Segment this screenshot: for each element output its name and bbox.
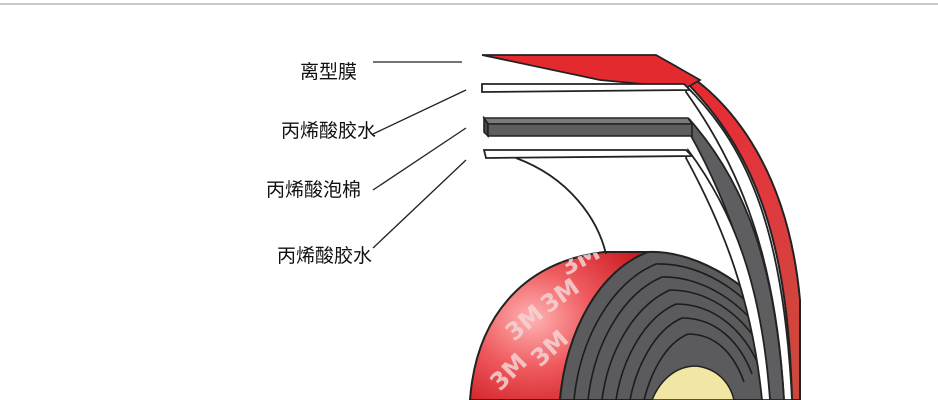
roll-core [651,365,735,400]
adhesive-top-strip [481,83,693,93]
foam-strip [482,115,694,138]
label-acrylic-adhesive-top: 丙烯酸胶水 [281,120,377,142]
label-acrylic-foam: 丙烯酸泡棉 [266,179,362,201]
release-film-curve [655,55,801,400]
adhesive-top-curve [685,83,793,400]
leader-line-foam [372,127,467,191]
label-release-film: 离型膜 [300,61,358,83]
adhesive-bottom-curve [685,147,771,400]
leader-line-adhesive-bottom [372,159,467,249]
top-divider [0,3,938,5]
label-acrylic-adhesive-bottom: 丙烯酸胶水 [277,245,373,267]
release-film-strip [481,54,702,89]
adhesive-bottom-strip [482,149,695,159]
tape-roll: 3M 3M 3M 3M 3M [468,250,802,400]
leader-lines [372,61,467,249]
liner-sweep [515,157,607,255]
leader-line-adhesive-top [372,89,467,135]
